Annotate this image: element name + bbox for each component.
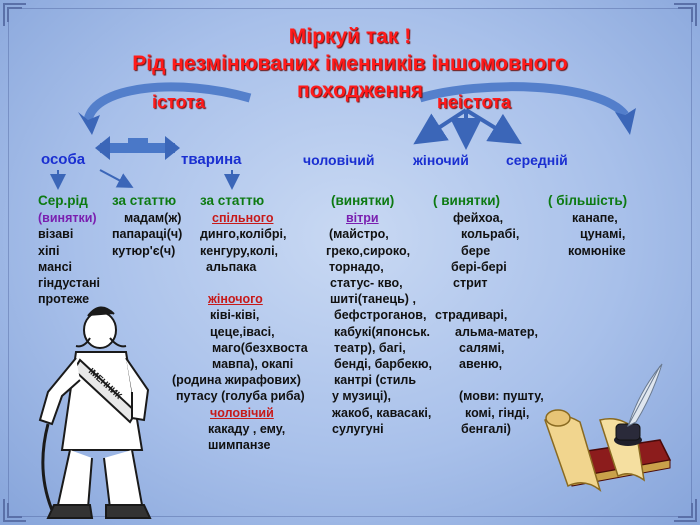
list-item: кенгуру,колі, xyxy=(200,243,279,258)
subcategory-masculine: чоловічий xyxy=(303,152,375,168)
subcategory-person: особа xyxy=(41,151,86,168)
list-item: візаві xyxy=(38,227,74,242)
exception-sublabel: вітри xyxy=(346,211,379,226)
list-item: кольрабі, xyxy=(461,227,520,242)
corner-ornament-icon xyxy=(674,3,697,26)
list-item: греко,сироко, xyxy=(326,243,411,258)
list-item: бефстроганов, xyxy=(334,308,427,323)
list-item: авеню, xyxy=(459,357,503,372)
subcategory-neuter: середній xyxy=(506,152,568,168)
column-header: ( винятки) xyxy=(433,193,501,208)
list-item: хіпі xyxy=(38,243,60,258)
list-item: фейхоа, xyxy=(453,211,504,226)
slide-frame xyxy=(8,8,692,517)
corner-ornament-icon xyxy=(3,3,26,26)
list-item: путасу (голуба риба) xyxy=(176,389,305,404)
gender-label-feminine: жіночого xyxy=(208,292,263,307)
list-item: бере xyxy=(461,243,491,258)
column-neuter: ( більшість) канапе, цунамі, комюніке xyxy=(548,193,627,259)
category-inanimate: неістота xyxy=(437,92,511,112)
list-item: мадам(ж) xyxy=(124,211,182,226)
list-item: статус- кво, xyxy=(330,276,403,291)
list-item: динго,колібрі, xyxy=(200,227,287,242)
book-quill-illustration xyxy=(544,363,672,492)
cossack-illustration: ІМЕННИК xyxy=(38,306,152,519)
corner-ornament-icon xyxy=(674,499,697,522)
list-item: альпака xyxy=(206,259,257,274)
list-item: мавпа), окапі xyxy=(212,357,294,372)
list-item: цунамі, xyxy=(580,227,626,242)
list-item: гіндустані xyxy=(38,276,101,291)
column-header: ( більшість) xyxy=(548,193,628,208)
column-feminine: ( винятки) фейхоа, кольрабі, бере бері-б… xyxy=(433,193,544,437)
list-item: жакоб, кавасакі, xyxy=(332,405,432,420)
slide-title: Міркуй так ! xyxy=(288,25,412,48)
list-item: какаду , ему, xyxy=(208,421,286,436)
list-item: у музиці), xyxy=(332,389,391,404)
column-person: Сер.рід (винятки) візаві хіпі мансі гінд… xyxy=(38,193,100,307)
column-person-by-article: за статтю мадам(ж) папараці(ч) кутюр'є(ч… xyxy=(112,193,182,259)
column-masculine: (винятки) вітри (майстро, греко,сироко, … xyxy=(326,193,432,437)
list-item: комі, гінді, xyxy=(465,405,530,420)
subcategory-feminine: жіночий xyxy=(413,152,469,168)
column-header: Сер.рід xyxy=(38,193,88,208)
slide-subtitle: Рід незмінюваних іменників іншомовного xyxy=(132,52,568,75)
list-item: (мови: пушту, xyxy=(459,389,544,404)
list-item: кутюр'є(ч) xyxy=(112,243,176,258)
arrow-to-inanimate xyxy=(418,82,629,119)
column-animal-by-article: за статтю спільного динго,колібрі, кенгу… xyxy=(172,193,308,453)
category-animate: істота xyxy=(152,92,205,112)
list-item: папараці(ч) xyxy=(112,227,183,242)
list-item: бері-бері xyxy=(451,259,507,274)
list-item: торнадо, xyxy=(329,259,384,274)
gender-label-masculine: чоловічий xyxy=(210,405,274,420)
list-item: мансі xyxy=(38,259,73,274)
exception-label: (винятки) xyxy=(38,211,97,226)
list-item: бенді, барбекю, xyxy=(334,357,432,372)
list-item: театр), багі, xyxy=(334,340,406,355)
list-item: шимпанзе xyxy=(208,438,271,453)
list-item: салямі, xyxy=(459,340,505,355)
subcategory-animal: тварина xyxy=(181,151,242,168)
gender-label-common: спільного xyxy=(212,211,274,226)
list-item: (родина жирафових) xyxy=(172,373,301,388)
list-item: страдиварі, xyxy=(435,308,508,323)
list-item: шиті(танець) , xyxy=(330,292,416,307)
list-item: ківі-ківі, xyxy=(210,308,260,323)
column-header: за статтю xyxy=(112,193,177,208)
list-item: стрит xyxy=(453,276,488,291)
column-header: за статтю xyxy=(200,193,265,208)
column-header: (винятки) xyxy=(331,193,395,208)
list-item: канапе, xyxy=(572,211,618,226)
list-item: комюніке xyxy=(568,243,626,258)
list-item: (майстро, xyxy=(329,227,389,242)
corner-ornament-icon xyxy=(3,499,26,522)
list-item: цеце,івасі, xyxy=(210,324,275,339)
list-item: маго(безхвоста xyxy=(212,340,308,355)
list-item: кабукі(японськ. xyxy=(334,324,431,339)
list-item: сулугуні xyxy=(332,421,384,436)
list-item: альма-матер, xyxy=(455,324,538,339)
slide-subtitle-2: походження xyxy=(297,79,423,102)
list-item: кантрі (стиль xyxy=(334,373,417,388)
list-item: протеже xyxy=(38,292,90,307)
list-item: бенгалі) xyxy=(461,421,511,436)
arrow-to-animate xyxy=(83,82,252,122)
